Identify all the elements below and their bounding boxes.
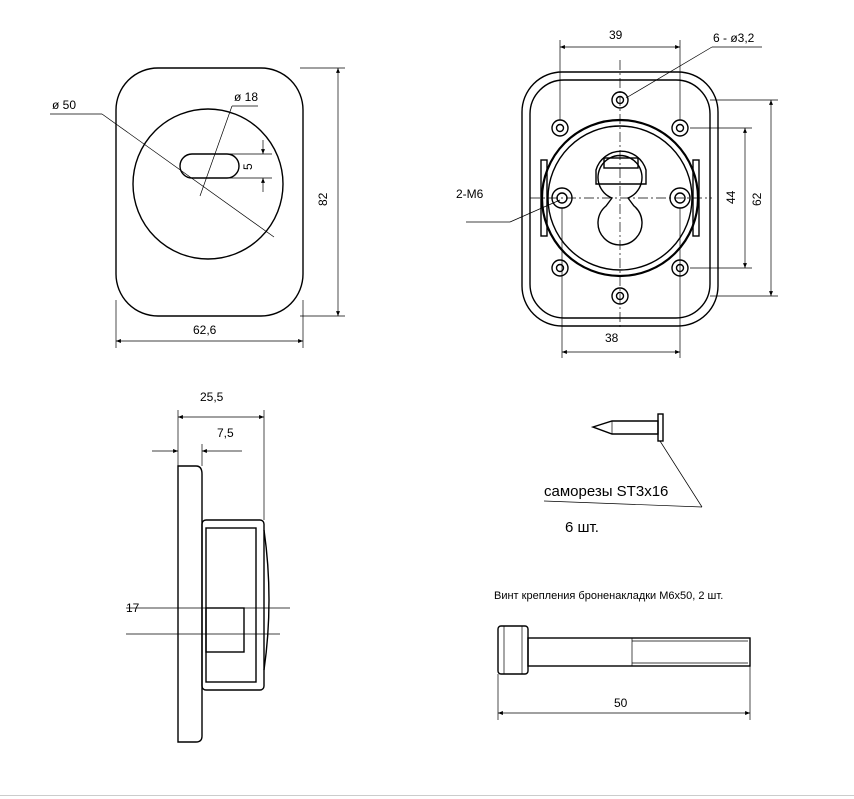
front-view: ø 50 ø 18 5 82 62,6 [50,67,345,348]
m6-label: 2-M6 [456,187,484,201]
bolt-drawing: Винт крепления броненакладки М6х50, 2 шт… [494,590,751,720]
side-body-inner [205,527,257,683]
slider-bar [603,157,639,169]
dim17-label: 17 [126,601,140,615]
screw-underline [543,500,703,508]
dim75-label: 7,5 [217,426,234,440]
bolt-head [497,625,529,675]
dia50-line [101,113,275,238]
left-tab [540,159,548,237]
side-dome [263,529,270,671]
dia18-line [199,105,233,197]
screws-qty: 6 шт. [565,519,599,536]
bottom-rule [0,795,854,796]
back-view: 39 6 - ø3,2 2-M6 44 62 38 [456,28,778,358]
dim44-label: 44 [724,190,738,204]
outer-circle [132,108,284,260]
dim39-label: 39 [609,28,623,42]
side-plate [177,465,203,743]
screw-head [657,413,664,442]
slider-cover [595,150,647,185]
side-view: 25,5 7,5 17 [126,390,290,743]
height-label: 82 [316,192,330,206]
width-label: 62,6 [193,323,217,337]
key-slot [179,153,240,179]
dia18-label: ø 18 [234,90,258,104]
side-insert [205,607,245,653]
bolt-length-label: 50 [614,696,628,710]
dim62-label: 62 [750,192,764,206]
dim255-label: 25,5 [200,390,224,404]
side-body [201,519,265,691]
m6-leader [509,199,561,223]
screw-shank [590,420,659,435]
slot-height-label: 5 [241,163,255,170]
front-plate-outline [115,67,304,317]
bolt-title: Винт крепления броненакладки М6х50, 2 шт… [494,590,723,602]
dim38-label: 38 [605,331,619,345]
dia50-label: ø 50 [52,98,76,112]
screw-leader [659,440,703,508]
bolt-shank [527,637,751,667]
holes-label: 6 - ø3,2 [713,31,755,45]
screw-drawing: саморезы ST3x16 6 шт. [543,413,703,536]
holes-leader [625,46,713,99]
screws-label: саморезы ST3x16 [544,483,668,500]
